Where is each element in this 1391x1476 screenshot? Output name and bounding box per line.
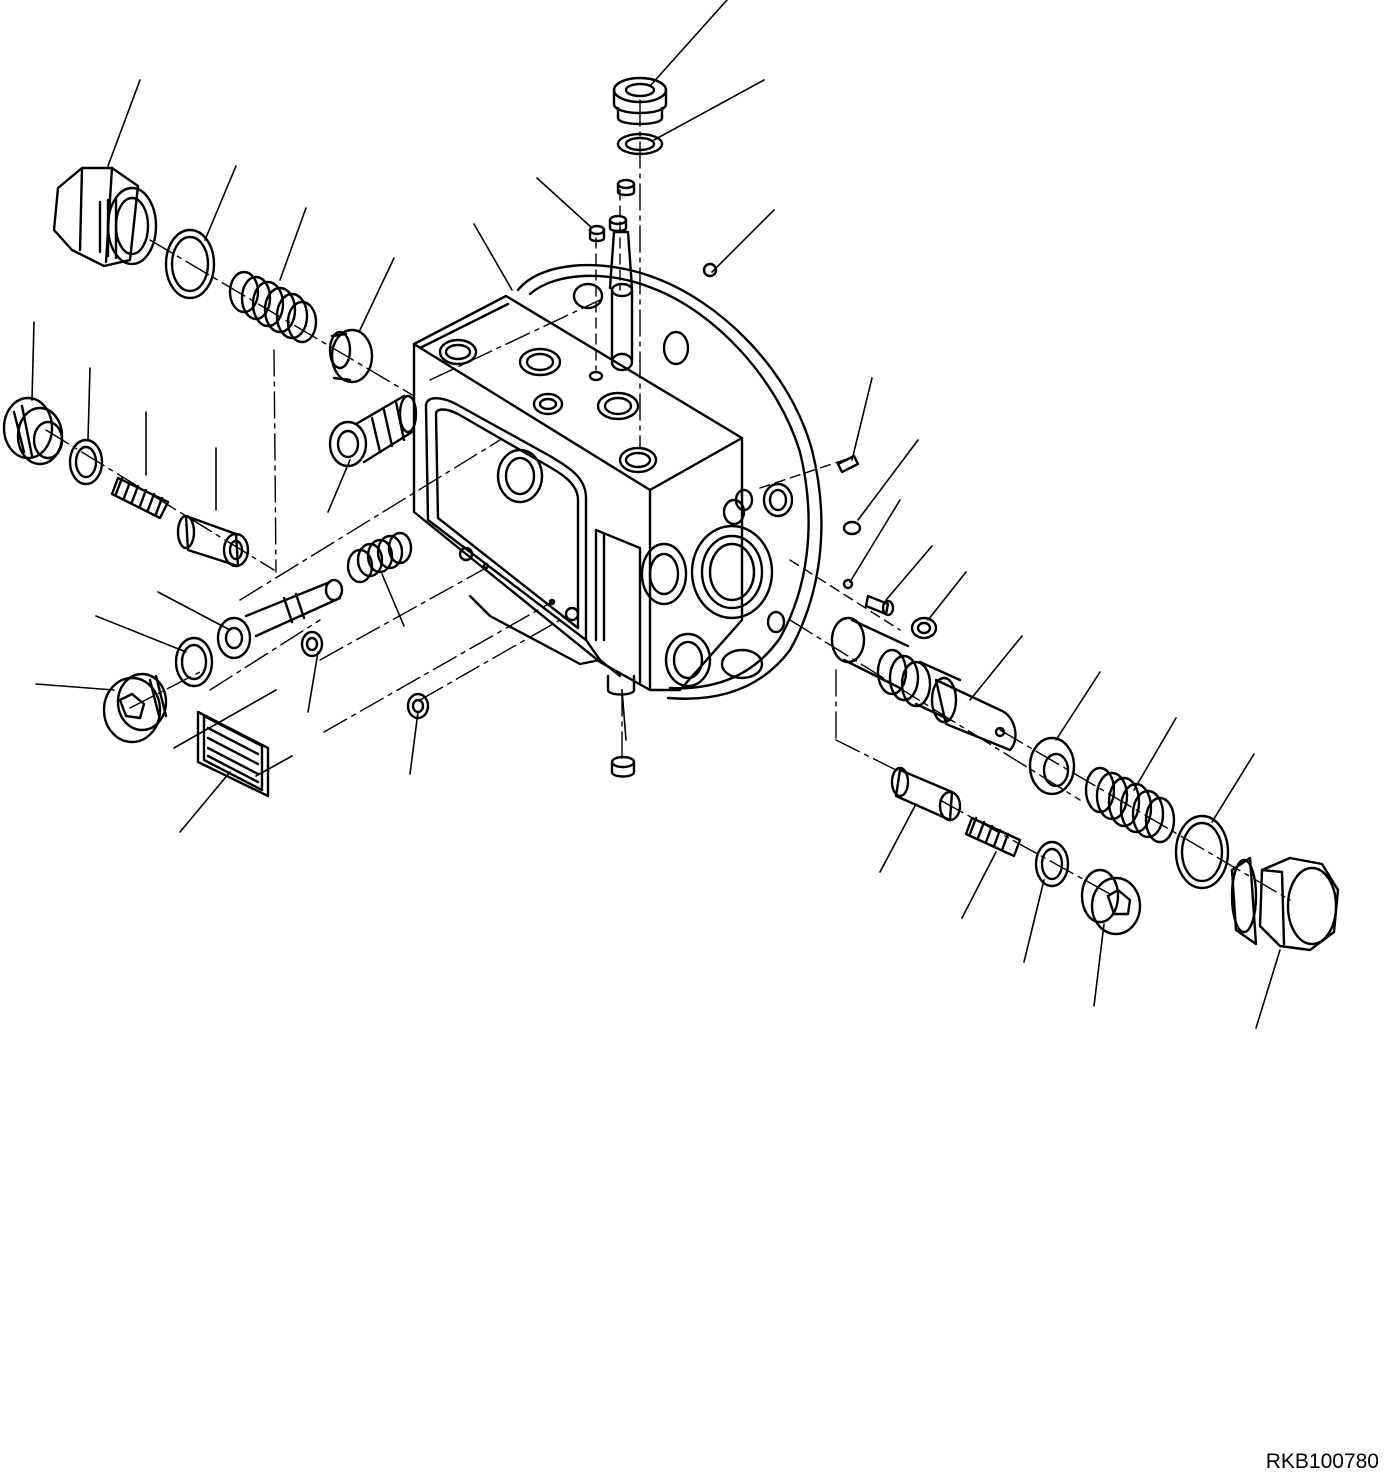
orifice-plugs-top bbox=[590, 180, 634, 241]
plug-bottom-left bbox=[104, 674, 166, 742]
steel-ball-top bbox=[704, 264, 716, 276]
spring-left-1 bbox=[230, 272, 316, 342]
o-ring-top bbox=[618, 134, 662, 154]
orifice-plugs-left bbox=[302, 632, 428, 718]
figure-reference-code: RKB100780 bbox=[1265, 1450, 1379, 1473]
socket-head-bolt bbox=[330, 396, 416, 466]
leader-lines bbox=[32, 0, 1280, 1028]
spring-right-1 bbox=[1086, 768, 1174, 842]
orifice-plug-right-3 bbox=[912, 618, 936, 638]
spool-left bbox=[218, 580, 342, 658]
o-ring-left-3 bbox=[176, 638, 212, 686]
spring-left-2 bbox=[112, 478, 168, 518]
o-ring-left-1 bbox=[166, 230, 214, 298]
set-screw-right bbox=[838, 456, 858, 472]
spring-left-3 bbox=[348, 533, 411, 582]
spring-seat-left bbox=[330, 330, 372, 382]
plug-left bbox=[4, 398, 62, 464]
valve-sleeve-right bbox=[932, 678, 1015, 750]
o-ring-left-2 bbox=[70, 440, 102, 484]
valve-sleeve-left bbox=[178, 516, 248, 566]
plug-bottom bbox=[608, 676, 634, 777]
large-hex-plug-left bbox=[54, 168, 156, 266]
orifice-plug-right-1 bbox=[844, 522, 860, 534]
valve-body bbox=[414, 232, 772, 690]
plug-top bbox=[614, 78, 666, 124]
filter-screen bbox=[198, 712, 268, 796]
spring-seat-right bbox=[1030, 738, 1074, 794]
valve-sleeve-right-lower bbox=[892, 768, 960, 820]
o-ring-right-1 bbox=[1176, 816, 1228, 888]
orifice-plug-right-2 bbox=[866, 596, 893, 615]
large-hex-plug-right bbox=[1232, 858, 1338, 950]
o-ring-right-2 bbox=[1036, 842, 1068, 886]
spring-right-2 bbox=[966, 818, 1020, 856]
plug-right bbox=[1082, 870, 1140, 934]
steel-ball-right bbox=[844, 580, 852, 588]
